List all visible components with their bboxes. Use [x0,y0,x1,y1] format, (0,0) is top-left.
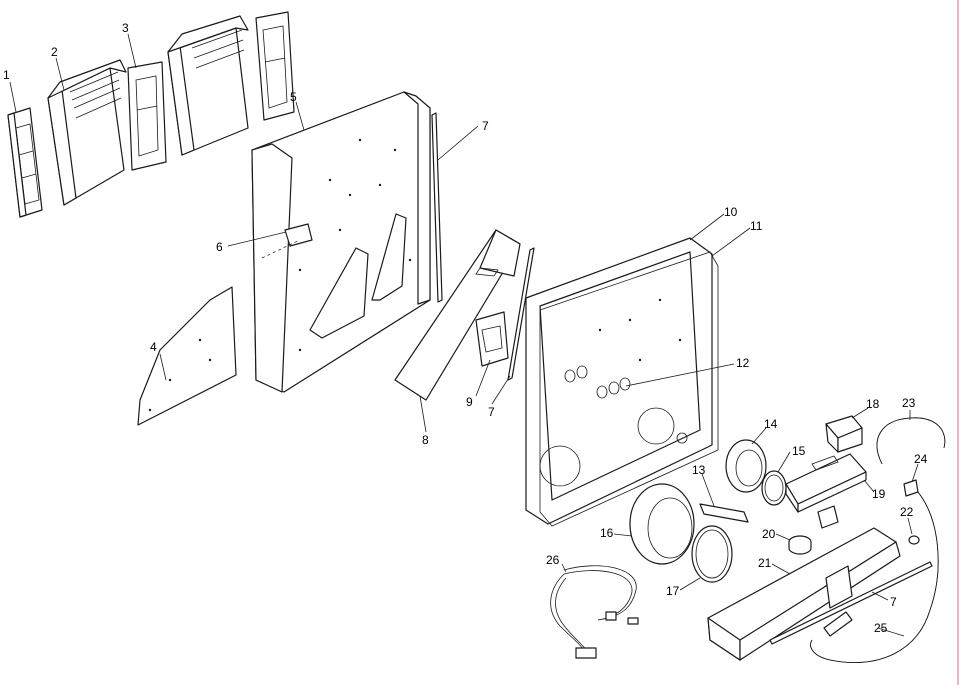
part-15-gasket-ring [761,470,787,506]
page-edge-line [957,0,959,685]
callout-14: 14 [764,417,778,431]
part-9-bracket [475,311,509,367]
callout-21: 21 [758,556,772,570]
part-1-filter-frame [7,107,43,218]
part-21-drip-tray [707,527,901,661]
callout-22: 22 [900,505,914,519]
part-11-gasket [539,251,719,527]
callout-5: 5 [290,90,297,104]
callout-10: 10 [724,205,738,219]
callout-26: 26 [546,553,560,567]
callout-3: 3 [122,21,129,35]
callout-9: 9 [466,395,473,409]
part-23-hose [876,417,946,465]
part-5-housing-panel [251,91,431,393]
part-10-front-frame [525,237,713,525]
part-8-channel [394,229,521,401]
callout-7-left: 7 [482,119,489,133]
part-19b-small-bracket [817,505,839,529]
callout-20: 20 [762,527,776,541]
part-19-controller-board [785,453,867,513]
part-4-side-plate [137,286,237,426]
part-3b-filter-cartridge [167,15,249,156]
callout-1: 1 [3,68,10,82]
callout-4: 4 [150,340,157,354]
part-7-seal-strip-right [769,561,933,645]
part-14-flange [725,439,767,493]
callout-16: 16 [600,526,614,540]
part-20-cap [788,535,812,555]
callout-11: 11 [750,219,763,233]
leader-lines [9,33,919,637]
callout-8: 8 [422,433,429,447]
callout-7-middle: 7 [488,405,495,419]
callout-labels: 1 2 3 4 5 6 7 7 7 8 9 10 11 12 13 14 15 … [3,21,928,635]
part-25-drain-hose [810,491,939,663]
part-18-sensor-module [825,415,863,453]
callout-2: 2 [51,45,58,59]
part-16-large-flange [629,483,695,565]
part-7-seal-strip-left [431,112,443,303]
callout-12: 12 [736,356,750,370]
part-3-filter-frame [127,61,167,171]
part-22-o-ring [908,535,920,545]
part-2-filter-cartridge [47,59,127,206]
callout-25: 25 [874,621,888,635]
part-13-shim [699,503,749,523]
part-26-wiring-harness [550,565,639,659]
callout-18: 18 [866,397,880,411]
part-7-seal-strip-middle [507,247,535,381]
callout-24: 24 [914,452,928,466]
part-24-fitting [903,479,919,497]
callout-19: 19 [872,487,886,501]
callout-13: 13 [692,463,706,477]
part-3c-filter-frame [255,11,295,121]
part-17-large-gasket [691,525,733,583]
callout-7-right: 7 [890,595,897,609]
callout-15: 15 [792,444,806,458]
callout-17: 17 [666,584,680,598]
callout-23: 23 [902,396,916,410]
callout-6: 6 [216,240,223,254]
